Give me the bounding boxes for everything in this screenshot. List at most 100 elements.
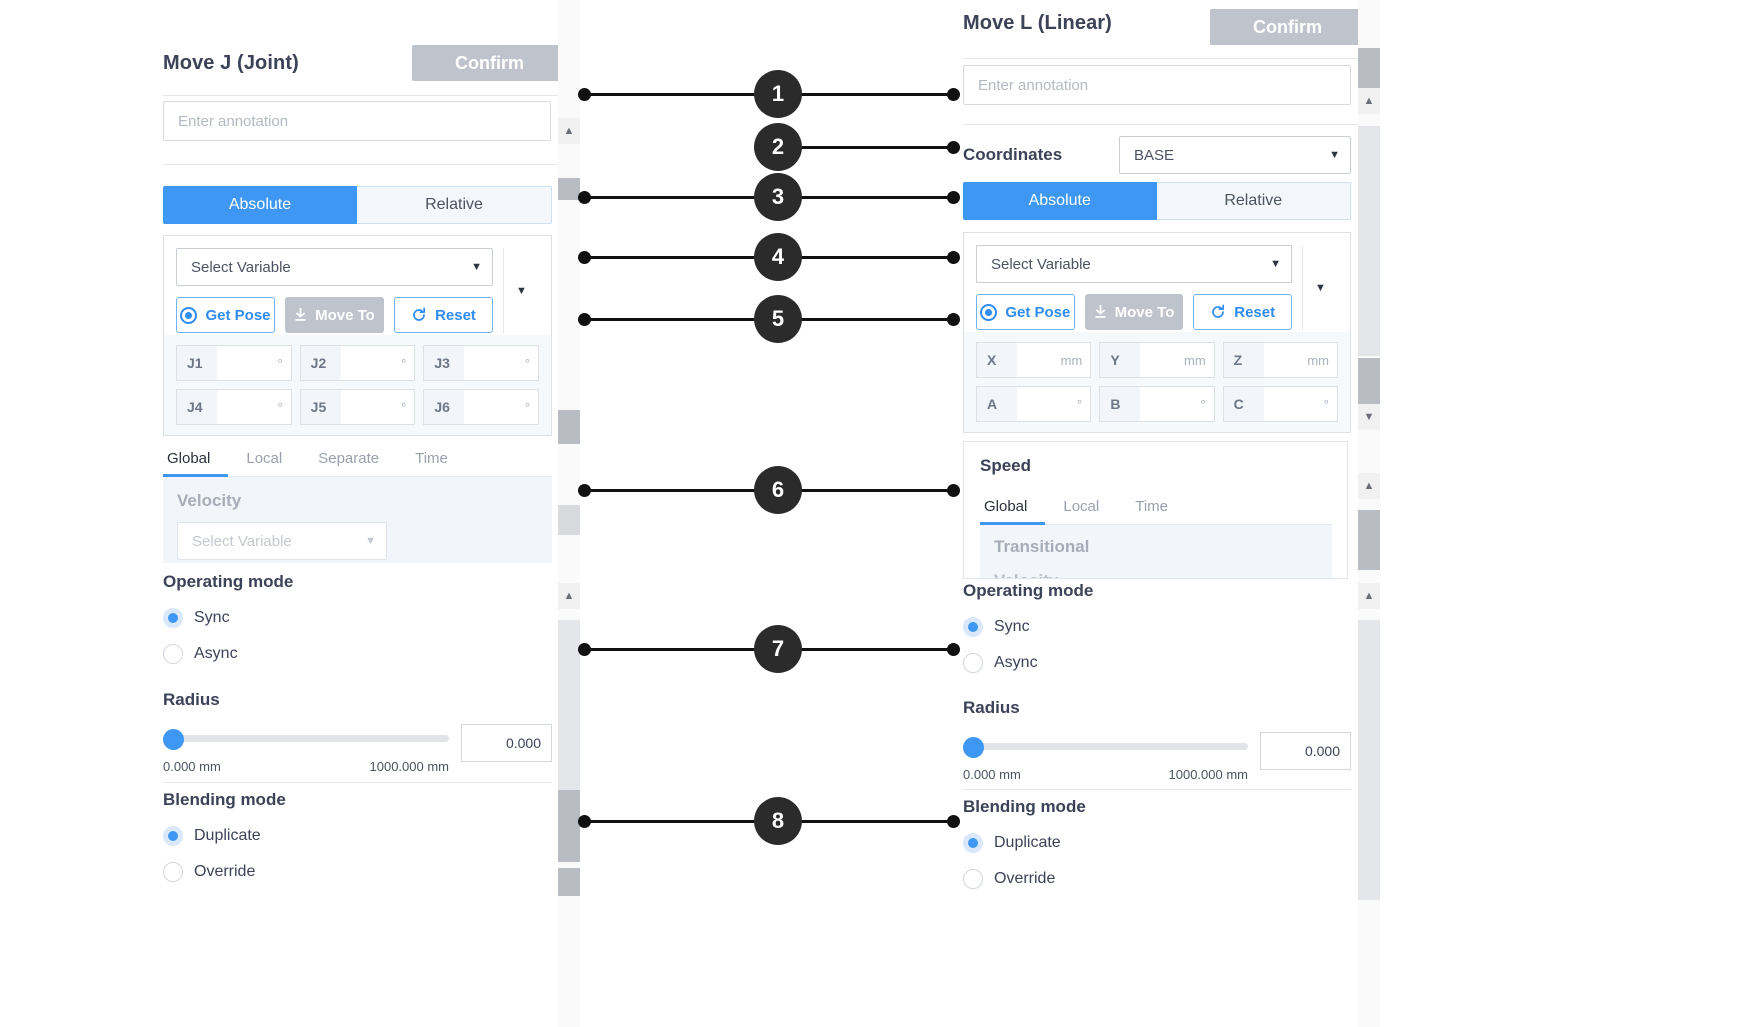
- move-j-scroll-thumb[interactable]: [558, 178, 580, 200]
- radio-sync-label: Sync: [994, 618, 1030, 635]
- callout-4-dot-right: [947, 251, 960, 264]
- radius-slider[interactable]: [963, 737, 1248, 758]
- move-j-mode-segmented[interactable]: Absolute Relative: [163, 186, 552, 224]
- joint-field-j1[interactable]: J1 °: [176, 345, 292, 381]
- move-l-scroll-thumb-2[interactable]: [1358, 126, 1380, 356]
- radio-sync[interactable]: Sync: [963, 617, 1351, 637]
- callout-4-line-right: [800, 256, 953, 259]
- move-j-confirm-button[interactable]: Confirm: [412, 45, 567, 81]
- callout-1-badge: 1: [754, 70, 802, 118]
- move-to-button[interactable]: Move To: [1084, 294, 1184, 330]
- callout-1-line-right: [800, 93, 953, 96]
- pose-label-c: C: [1223, 387, 1264, 421]
- joint-field-j2[interactable]: J2 °: [299, 345, 416, 381]
- scroll-down-arrow-icon[interactable]: ▼: [1358, 404, 1380, 430]
- radio-sync[interactable]: Sync: [163, 608, 552, 628]
- move-l-speed-tabs[interactable]: Global Local Time: [980, 488, 1332, 525]
- radio-async[interactable]: Async: [963, 653, 1351, 673]
- move-l-variable-select[interactable]: Select Variable ▼: [976, 245, 1292, 283]
- move-to-label: Move To: [315, 306, 375, 324]
- tab-global[interactable]: Global: [163, 440, 229, 477]
- tab-relative[interactable]: Relative: [357, 186, 552, 224]
- move-j-panel: Move J (Joint) Confirm Enter annotation …: [140, 0, 570, 1027]
- radio-override[interactable]: Override: [163, 862, 552, 882]
- tab-time[interactable]: Time: [1135, 497, 1168, 515]
- joint-field-j3[interactable]: J3 °: [423, 345, 540, 381]
- move-l-scroll-thumb-1[interactable]: [1358, 48, 1380, 96]
- get-pose-button[interactable]: Get Pose: [976, 294, 1075, 330]
- move-l-mode-segmented[interactable]: Absolute Relative: [963, 182, 1351, 220]
- expand-chevron-icon[interactable]: ▼: [516, 285, 527, 297]
- radio-async-indicator: [963, 653, 983, 673]
- move-j-scroll-thumb-3[interactable]: [558, 505, 580, 535]
- tab-time[interactable]: Time: [415, 449, 448, 467]
- get-pose-button[interactable]: Get Pose: [176, 297, 275, 333]
- joint-label-j2: J2: [300, 346, 341, 380]
- reset-button[interactable]: Reset: [394, 297, 493, 333]
- pose-field-y[interactable]: Y mm: [1099, 342, 1215, 378]
- scroll-up-arrow-icon-3[interactable]: ▲: [1358, 583, 1380, 609]
- move-to-button[interactable]: Move To: [285, 297, 384, 333]
- radio-duplicate[interactable]: Duplicate: [163, 826, 552, 846]
- move-l-annotation-input[interactable]: Enter annotation: [963, 65, 1351, 105]
- joint-field-j6[interactable]: J6 °: [423, 389, 540, 425]
- tab-local[interactable]: Local: [1063, 497, 1100, 515]
- pose-field-x[interactable]: X mm: [976, 342, 1092, 378]
- callout-7-line-right: [800, 648, 953, 651]
- radius-slider-knob[interactable]: [163, 729, 184, 750]
- radio-override[interactable]: Override: [963, 869, 1351, 889]
- move-j-scrollbar[interactable]: ▲ ▲: [558, 0, 580, 1027]
- reset-button[interactable]: Reset: [1193, 294, 1293, 330]
- radius-slider-knob[interactable]: [963, 737, 984, 758]
- radio-async[interactable]: Async: [163, 644, 552, 664]
- tab-absolute[interactable]: Absolute: [163, 186, 357, 224]
- scroll-up-arrow-icon-2[interactable]: ▲: [1358, 473, 1380, 499]
- operating-mode-title: Operating mode: [163, 572, 294, 591]
- radius-slider[interactable]: [163, 729, 449, 750]
- move-l-scroll-thumb-5[interactable]: [1358, 620, 1380, 900]
- move-j-scroll-thumb-5[interactable]: [558, 790, 580, 862]
- move-j-scroll-thumb-2[interactable]: [558, 410, 580, 444]
- scroll-down-arrow-icon[interactable]: ▲: [558, 583, 580, 609]
- move-j-speed-tabs[interactable]: Global Local Separate Time: [163, 440, 552, 477]
- move-j-variable-select[interactable]: Select Variable ▼: [176, 248, 493, 286]
- radius-value-input[interactable]: 0.000: [1260, 732, 1351, 770]
- radio-duplicate[interactable]: Duplicate: [963, 833, 1351, 853]
- pose-field-z[interactable]: Z mm: [1222, 342, 1338, 378]
- expand-chevron-icon[interactable]: ▼: [1315, 282, 1326, 294]
- scroll-up-arrow-icon[interactable]: ▲: [558, 118, 580, 144]
- pose-field-b[interactable]: B °: [1099, 386, 1215, 422]
- move-l-scroll-thumb-3[interactable]: [1358, 358, 1380, 406]
- joint-field-j4[interactable]: J4 °: [176, 389, 292, 425]
- joint-field-j5[interactable]: J5 °: [299, 389, 416, 425]
- velocity-variable-select[interactable]: Select Variable ▼: [177, 522, 387, 560]
- pose-unit-z: mm: [1307, 352, 1329, 368]
- download-icon: [295, 308, 306, 321]
- move-j-scroll-thumb-6[interactable]: [558, 868, 580, 896]
- pose-field-c[interactable]: C °: [1222, 386, 1338, 422]
- move-j-joint-grid: J1 ° J2 ° J3 ° J4 ° J5 °: [163, 335, 552, 436]
- tab-absolute[interactable]: Absolute: [963, 182, 1157, 220]
- callout-5-dot-right: [947, 313, 960, 326]
- scroll-up-arrow-icon[interactable]: ▲: [1358, 88, 1380, 114]
- tab-global[interactable]: Global: [980, 488, 1046, 525]
- chevron-down-icon: ▼: [471, 261, 482, 273]
- tab-relative[interactable]: Relative: [1156, 182, 1351, 220]
- move-l-scroll-thumb-4[interactable]: [1358, 510, 1380, 570]
- move-l-confirm-button[interactable]: Confirm: [1210, 9, 1365, 45]
- joint-label-j5: J5: [300, 390, 341, 424]
- move-j-scroll-thumb-4[interactable]: [558, 620, 580, 835]
- move-j-annotation-input[interactable]: Enter annotation: [163, 101, 551, 141]
- move-l-coordinates-row: Coordinates BASE ▼: [963, 136, 1351, 174]
- move-l-scrollbar[interactable]: ▲ ▼ ▲ ▲: [1358, 0, 1380, 1027]
- tab-local[interactable]: Local: [246, 449, 283, 467]
- coordinates-select[interactable]: BASE ▼: [1119, 136, 1351, 174]
- radius-value-input[interactable]: 0.000: [461, 724, 552, 762]
- move-l-pose-grid: X mm Y mm Z mm A ° B °: [963, 332, 1351, 433]
- tab-separate[interactable]: Separate: [318, 449, 380, 467]
- chevron-down-icon: ▼: [1270, 258, 1281, 270]
- joint-row-2: J4 ° J5 ° J6 °: [176, 389, 540, 425]
- pose-row-1: X mm Y mm Z mm: [976, 342, 1338, 378]
- pose-field-a[interactable]: A °: [976, 386, 1092, 422]
- callout-6-line-right: [800, 489, 953, 492]
